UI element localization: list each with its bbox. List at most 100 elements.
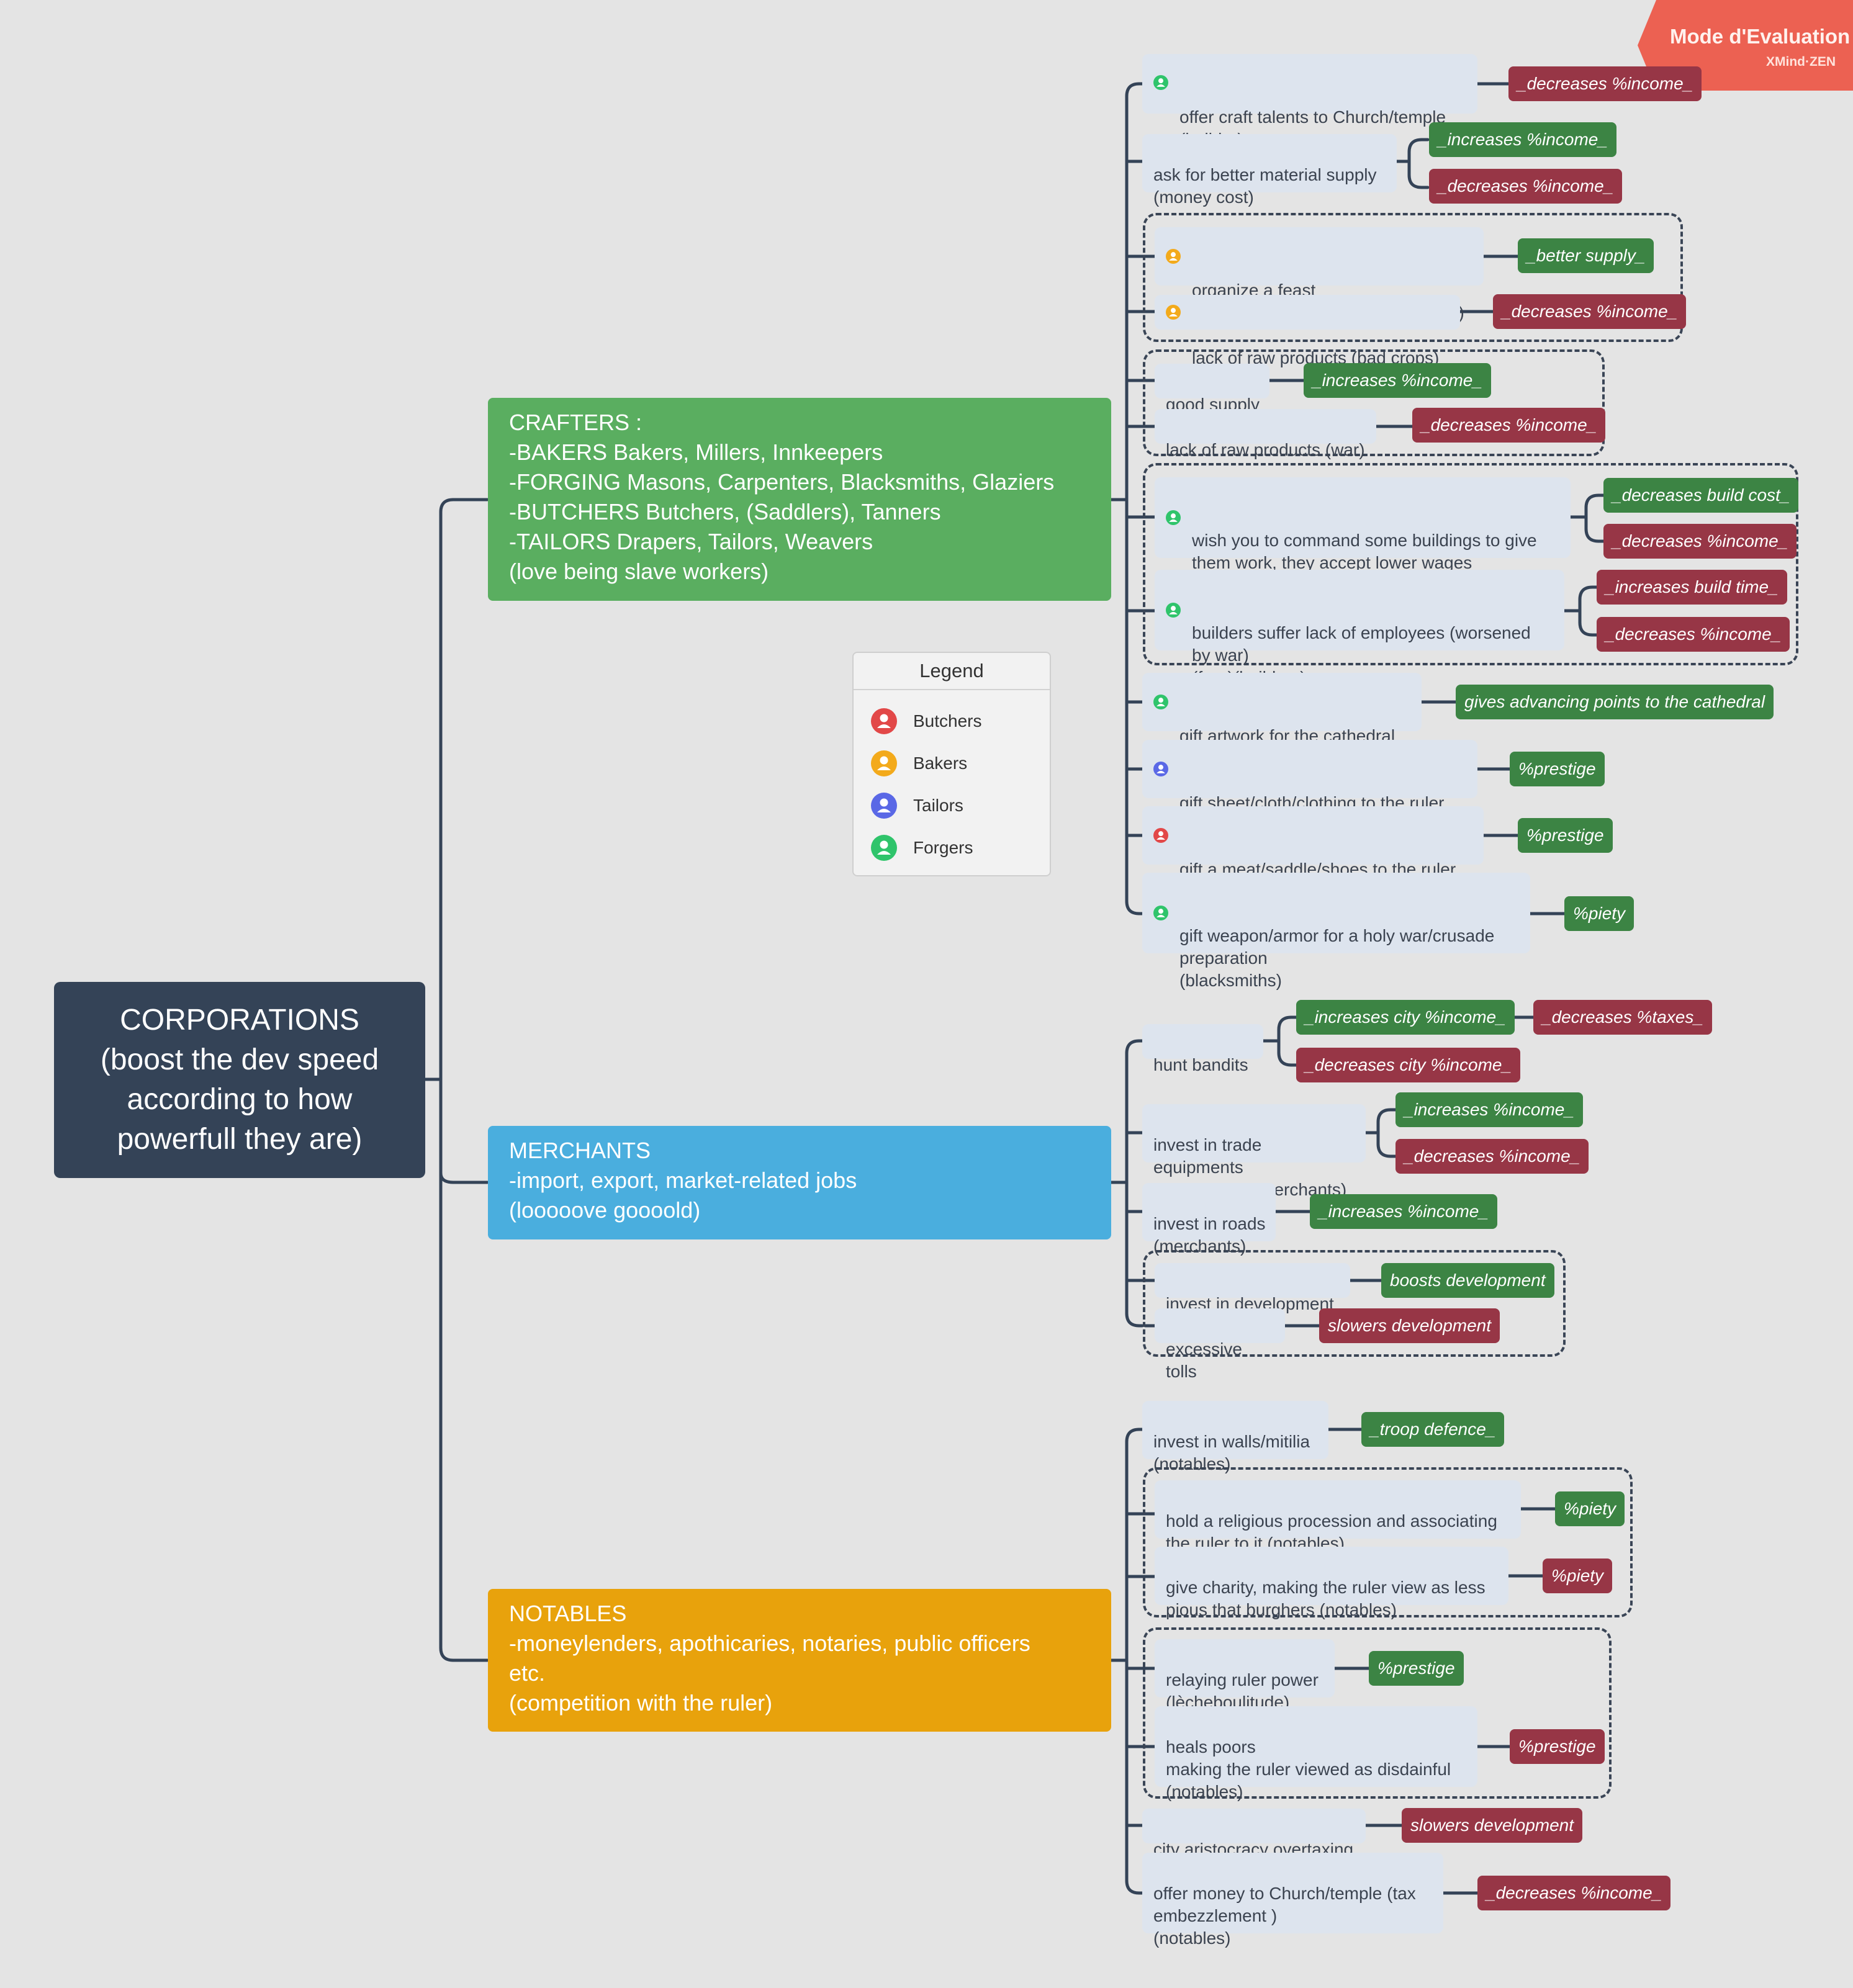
- tag-increases-build-time: _increases build time_: [1597, 570, 1787, 605]
- watermark-title: Mode d'Evaluation: [1670, 25, 1851, 48]
- leaf-heals-poors[interactable]: heals poors making the ruler viewed as d…: [1155, 1706, 1477, 1801]
- person-icon-orange: [871, 750, 897, 776]
- leaf-gift-meat-saddle[interactable]: gift a meat/saddle/shoes to the ruler (b…: [1142, 806, 1484, 901]
- root-node[interactable]: CORPORATIONS (boost the dev speed accord…: [54, 982, 425, 1178]
- tag-decreases-income: _decreases %income_: [1603, 524, 1797, 559]
- person-icon-blue: [1153, 762, 1168, 776]
- legend-title: Legend: [854, 653, 1050, 690]
- group-crops: [1143, 213, 1683, 342]
- tag-troop-defence: _troop defence_: [1361, 1412, 1505, 1447]
- legend-item-butchers: Butchers: [871, 708, 982, 735]
- leaf-builders-lack-employees[interactable]: builders suffer lack of employees (worse…: [1155, 570, 1564, 687]
- leaf-label: hunt bandits: [1153, 1055, 1248, 1074]
- tag-decreases-build-cost: _decreases build cost_: [1603, 478, 1799, 513]
- leaf-give-charity[interactable]: give charity, making the ruler view as l…: [1155, 1547, 1508, 1619]
- tag-decreases-income: _decreases %income_: [1477, 1876, 1671, 1910]
- connector-crafters-trunk: [1125, 82, 1141, 915]
- branch-crafters[interactable]: CRAFTERS : -BAKERS Bakers, Millers, Innk…: [488, 398, 1111, 601]
- leaf-lack-raw-products-crops[interactable]: lack of raw products (bad crops): [1155, 295, 1460, 367]
- leaf-excessive-tolls[interactable]: excessive tolls: [1155, 1308, 1285, 1381]
- leaf-label: gift weapon/armor for a holy war/crusade…: [1179, 926, 1495, 990]
- leaf-offer-money-church[interactable]: offer money to Church/temple (tax embezz…: [1142, 1853, 1443, 1948]
- tag-gives-advancing-points: gives advancing points to the cathedral: [1456, 685, 1774, 719]
- leaf-label: give charity, making the ruler view as l…: [1166, 1578, 1486, 1619]
- tag-prestige: %prestige: [1369, 1651, 1464, 1686]
- person-icon-red: [871, 708, 897, 734]
- leaf-invest-development[interactable]: invest in development: [1155, 1263, 1350, 1313]
- person-icon-green: [1153, 906, 1168, 920]
- leaf-command-buildings[interactable]: wish you to command some buildings to gi…: [1155, 477, 1571, 595]
- group-builders: [1143, 463, 1798, 665]
- legend-item-bakers: Bakers: [871, 750, 967, 777]
- leaf-good-supply[interactable]: good supply: [1155, 364, 1269, 414]
- connector-root-trunk: [439, 498, 455, 1662]
- person-icon-blue: [871, 793, 897, 819]
- tag-increases-income: _increases %income_: [1304, 363, 1491, 398]
- legend: Legend Butchers Bakers Tailors Forgers: [852, 652, 1051, 876]
- leaf-lack-raw-products-war[interactable]: lack of raw products (war): [1155, 409, 1376, 459]
- branch-merchants[interactable]: MERCHANTS -import, export, market-relate…: [488, 1126, 1111, 1239]
- leaf-invest-walls[interactable]: invest in walls/mitilia (notables): [1142, 1401, 1328, 1473]
- tag-slowers-development: slowers development: [1402, 1808, 1583, 1843]
- legend-label: Tailors: [913, 796, 963, 815]
- leaf-gift-weapon-armor[interactable]: gift weapon/armor for a holy war/crusade…: [1142, 873, 1530, 990]
- watermark-subtitle: XMind·ZEN: [1766, 55, 1836, 69]
- connector-merchants-trunk: [1125, 1039, 1144, 1328]
- leaf-gift-sheet-cloth[interactable]: gift sheet/cloth/clothing to the ruler (…: [1142, 740, 1477, 835]
- group-prestige: [1143, 1627, 1612, 1799]
- legend-item-tailors: Tailors: [871, 792, 963, 819]
- branch-notables[interactable]: NOTABLES -moneylenders, apothicaries, no…: [488, 1589, 1111, 1732]
- group-religion: [1143, 1467, 1633, 1617]
- person-icon-green: [1153, 75, 1168, 90]
- tag-piety: %piety: [1564, 896, 1634, 931]
- leaf-label: heals poors making the ruler viewed as d…: [1166, 1737, 1451, 1801]
- leaf-label: excessive tolls: [1166, 1339, 1242, 1381]
- leaf-aristocracy-overtaxing[interactable]: city aristocracy overtaxing: [1142, 1809, 1366, 1859]
- leaf-label: lack of raw products (war): [1166, 440, 1365, 459]
- tag-decreases-taxes: _decreases %taxes_: [1533, 1000, 1712, 1035]
- person-icon-green: [1166, 510, 1181, 525]
- leaf-organize-feast[interactable]: organize a feast (free)(linked to good c…: [1155, 227, 1484, 322]
- person-icon-orange: [1166, 305, 1181, 320]
- person-icon-green: [871, 835, 897, 861]
- leaf-hunt-bandits[interactable]: hunt bandits: [1142, 1024, 1263, 1074]
- legend-label: Bakers: [913, 753, 968, 773]
- tag-prestige: %prestige: [1510, 1729, 1605, 1764]
- tag-decreases-city-income: _decreases city %income_: [1296, 1048, 1521, 1082]
- tag-increases-income: _increases %income_: [1429, 122, 1616, 157]
- group-war-supply: [1143, 349, 1605, 456]
- leaf-label: invest in walls/mitilia (notables): [1153, 1432, 1310, 1473]
- leaf-religious-procession[interactable]: hold a religious procession and associat…: [1155, 1480, 1521, 1553]
- tag-decreases-income: _decreases %income_: [1597, 617, 1790, 652]
- connector-root-merchants: [439, 1171, 489, 1184]
- legend-label: Butchers: [913, 711, 982, 731]
- leaf-label: offer craft talents to Church/temple (bu…: [1179, 107, 1446, 149]
- tag-decreases-income: _decreases %income_: [1395, 1139, 1589, 1174]
- tag-decreases-income: _decreases %income_: [1429, 169, 1623, 204]
- tag-piety: %piety: [1555, 1491, 1625, 1526]
- person-icon-red: [1153, 828, 1168, 843]
- person-icon-orange: [1166, 249, 1181, 264]
- leaf-invest-trade-equipments[interactable]: invest in trade equipments (money cost)(…: [1142, 1104, 1366, 1199]
- leaf-label: invest in roads (merchants): [1153, 1214, 1266, 1256]
- leaf-invest-roads[interactable]: invest in roads (merchants): [1142, 1183, 1276, 1256]
- leaf-better-material-supply[interactable]: ask for better material supply (money co…: [1142, 134, 1397, 207]
- tag-decreases-income: _decreases %income_: [1493, 294, 1687, 329]
- leaf-offer-craft-talents[interactable]: offer craft talents to Church/temple (bu…: [1142, 54, 1477, 149]
- person-icon-green: [1153, 695, 1168, 709]
- tag-prestige: %prestige: [1518, 818, 1613, 853]
- tag-increases-city-income: _increases city %income_: [1296, 1000, 1515, 1035]
- person-icon-green: [1166, 603, 1181, 618]
- tag-better-supply: _better supply_: [1518, 238, 1654, 273]
- tag-decreases-income: _decreases %income_: [1508, 66, 1702, 101]
- leaf-label: wish you to command some buildings to gi…: [1192, 531, 1537, 595]
- leaf-relaying-ruler-power[interactable]: relaying ruler power (lècheboulitude): [1155, 1639, 1335, 1712]
- tag-boosts-development: boosts development: [1381, 1263, 1554, 1298]
- leaf-gift-artwork-cathedral[interactable]: gift artwork for the cathedral (builders…: [1142, 673, 1422, 768]
- tag-slowers-development: slowers development: [1319, 1308, 1500, 1343]
- connector-notables-trunk: [1125, 1428, 1144, 1895]
- group-development: [1143, 1250, 1566, 1357]
- tag-increases-income: _increases %income_: [1310, 1194, 1497, 1229]
- legend-item-forgers: Forgers: [871, 834, 973, 861]
